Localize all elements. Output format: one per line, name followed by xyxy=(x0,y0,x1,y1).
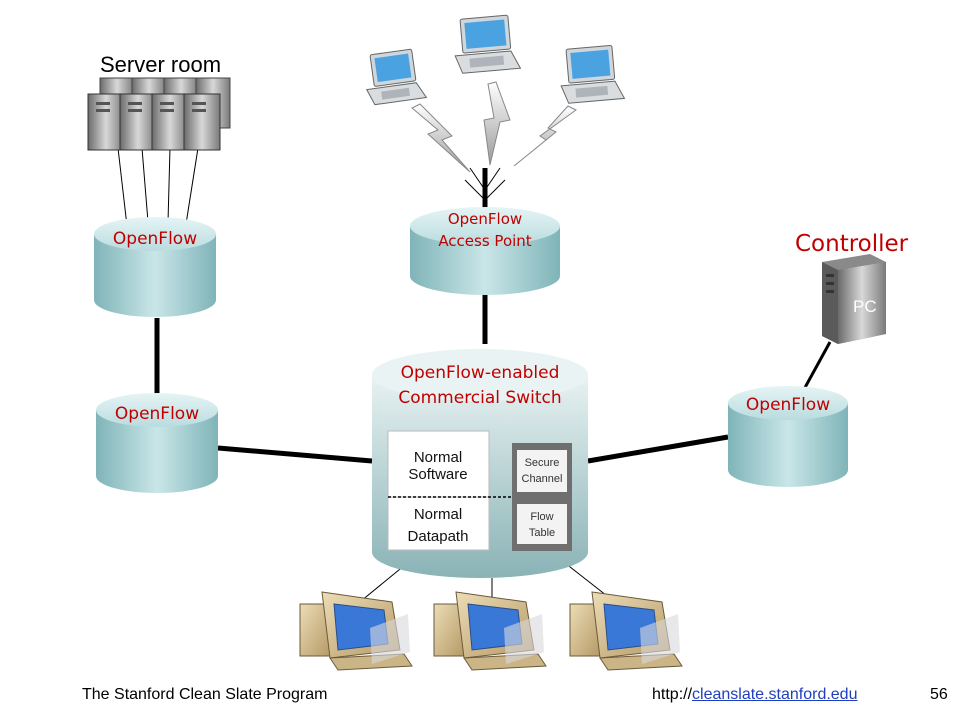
secure-channel-line1: Secure xyxy=(525,457,560,469)
desktop-pc-icon xyxy=(299,591,413,671)
laptop-icon xyxy=(365,48,428,106)
laptop-icon xyxy=(454,14,522,74)
normal-datapath-line2: Datapath xyxy=(408,528,469,545)
normal-software-line1: Normal xyxy=(414,449,462,466)
flow-table-line2: Table xyxy=(529,527,555,539)
openflow-access-point: OpenFlow Access Point xyxy=(410,207,560,295)
secure-channel-box xyxy=(517,450,567,492)
openflow-enabled-commercial-switch: OpenFlow-enabled Commercial Switch Norma… xyxy=(372,349,588,578)
normal-software-line2: Software xyxy=(408,466,467,483)
secure-channel-line2: Channel xyxy=(522,473,563,485)
normal-datapath-box xyxy=(387,496,490,551)
footer-url-prefix: http:// xyxy=(652,686,693,703)
controller-server-icon: PC xyxy=(822,254,886,344)
controller-label: Controller xyxy=(795,231,909,257)
server-room-cluster xyxy=(87,77,231,151)
access-point-label-line2: Access Point xyxy=(438,232,531,250)
switch-label-line1: OpenFlow-enabled xyxy=(401,363,560,383)
links xyxy=(117,147,832,611)
desktop-pc-icon xyxy=(433,591,547,671)
footer-url-link[interactable]: cleanslate.stanford.edu xyxy=(692,686,858,703)
switch-label-line2: Commercial Switch xyxy=(398,388,561,408)
normal-datapath-line1: Normal xyxy=(414,506,462,523)
openflow-label: OpenFlow xyxy=(115,404,199,424)
footer-program-name: The Stanford Clean Slate Program xyxy=(82,686,328,703)
server-room-label: Server room xyxy=(100,52,221,77)
controller-pc-label: PC xyxy=(853,297,877,316)
flow-table-line1: Flow xyxy=(530,511,553,523)
openflow-switch-right: OpenFlow xyxy=(728,386,848,487)
access-point-label-line1: OpenFlow xyxy=(448,210,522,228)
openflow-switch-bottom-left: OpenFlow xyxy=(96,393,218,493)
footer-url: http://cleanslate.stanford.edu xyxy=(652,686,857,704)
openflow-switch-top-left: OpenFlow xyxy=(94,217,216,317)
flow-table-box xyxy=(517,504,567,544)
laptop-icon xyxy=(560,44,626,104)
desktop-pc-icon xyxy=(569,591,683,671)
openflow-label: OpenFlow xyxy=(113,229,197,249)
slide-page-number: 56 xyxy=(930,686,948,703)
wireless-laptops xyxy=(365,14,626,210)
openflow-label: OpenFlow xyxy=(746,395,830,415)
